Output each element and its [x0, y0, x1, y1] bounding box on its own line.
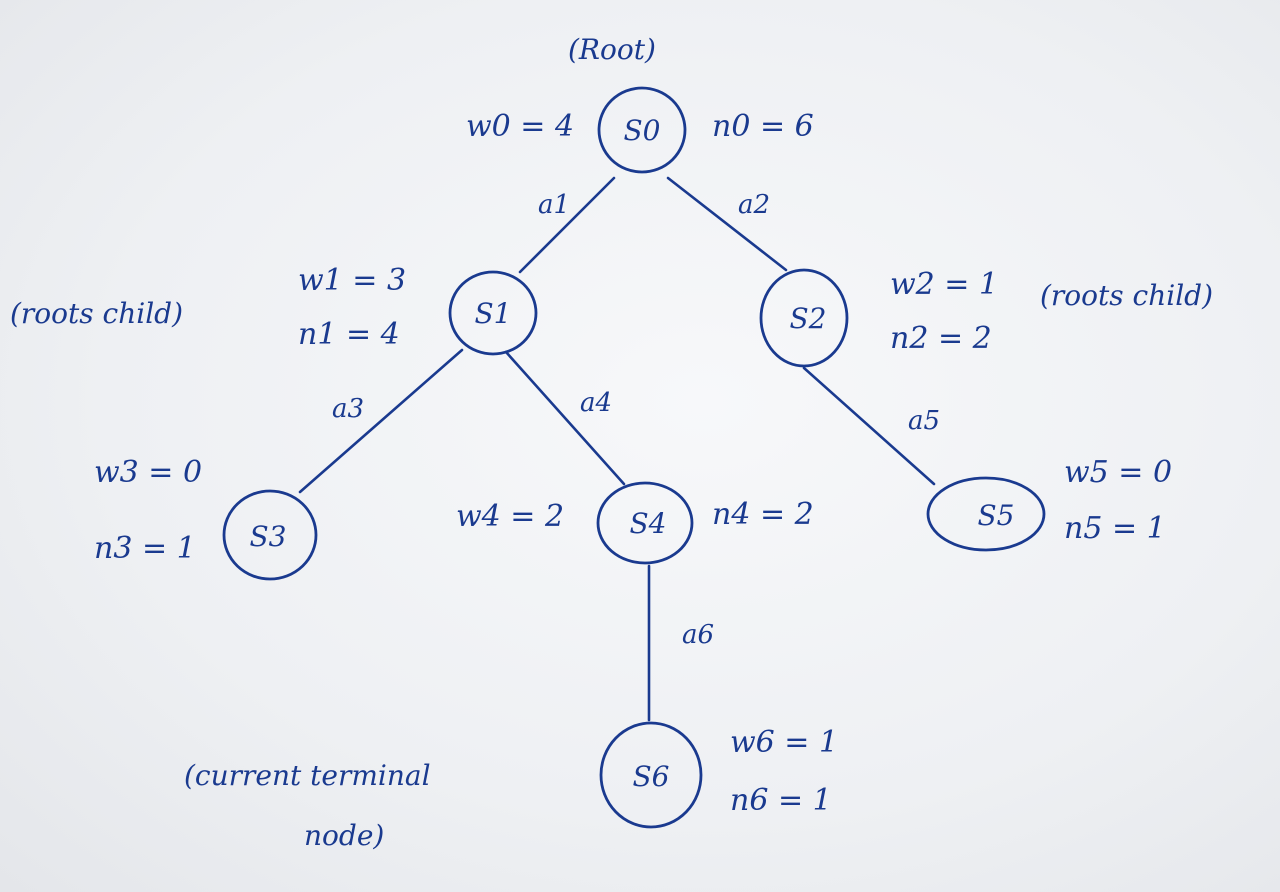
- root-note: (Root): [568, 33, 656, 66]
- node-s2-w: w2 = 1: [890, 267, 999, 302]
- node-s3-w: w3 = 0: [94, 455, 203, 490]
- node-s5-circle: [926, 476, 1046, 552]
- edge-a2: [666, 176, 788, 272]
- node-s3-circle: [222, 489, 318, 581]
- node-s1-label: S1: [475, 297, 512, 330]
- node-s1-w: w1 = 3: [298, 263, 407, 298]
- node-s0-circle: [597, 86, 687, 174]
- node-s6-w: w6 = 1: [730, 725, 839, 760]
- node-s4-w: w4 = 2: [456, 499, 565, 534]
- edge-a6-label: a6: [682, 620, 715, 650]
- node-s0-label: S0: [624, 114, 661, 147]
- node-s6-label: S6: [633, 760, 670, 793]
- node-s6-note-line2: node): [304, 819, 385, 852]
- edge-a3: [298, 348, 464, 494]
- node-s6-n: n6 = 1: [730, 783, 832, 818]
- edge-a1: [518, 176, 616, 274]
- node-s3-n: n3 = 1: [94, 531, 196, 566]
- edge-a2-label: a2: [738, 190, 771, 220]
- node-s2-note: (roots child): [1040, 279, 1214, 312]
- edge-a4: [504, 350, 626, 486]
- node-s2-circle: [759, 268, 849, 368]
- node-s5-label: S5: [978, 499, 1015, 532]
- node-s4-circle: [596, 481, 694, 565]
- node-s5-w: w5 = 0: [1064, 455, 1173, 490]
- node-s4-n: n4 = 2: [712, 497, 814, 532]
- node-s6-circle: [599, 721, 703, 829]
- edge-a3-label: a3: [332, 394, 365, 424]
- edge-a5-label: a5: [908, 406, 941, 436]
- edge-a5: [802, 366, 936, 486]
- node-s2-n: n2 = 2: [890, 321, 992, 356]
- node-s1-note: (roots child): [10, 297, 184, 330]
- node-s3-label: S3: [250, 520, 287, 553]
- edge-a4-label: a4: [580, 388, 613, 418]
- node-s4-label: S4: [630, 507, 667, 540]
- node-s1-circle: [448, 270, 538, 356]
- edge-a1-label: a1: [538, 190, 571, 220]
- node-s2-label: S2: [790, 302, 827, 335]
- node-s0-w: w0 = 4: [466, 109, 575, 144]
- node-s5-n: n5 = 1: [1064, 511, 1166, 546]
- node-s0-n: n0 = 6: [712, 109, 814, 144]
- node-s1-n: n1 = 4: [298, 317, 400, 352]
- node-s6-note-line1: (current terminal: [184, 759, 431, 792]
